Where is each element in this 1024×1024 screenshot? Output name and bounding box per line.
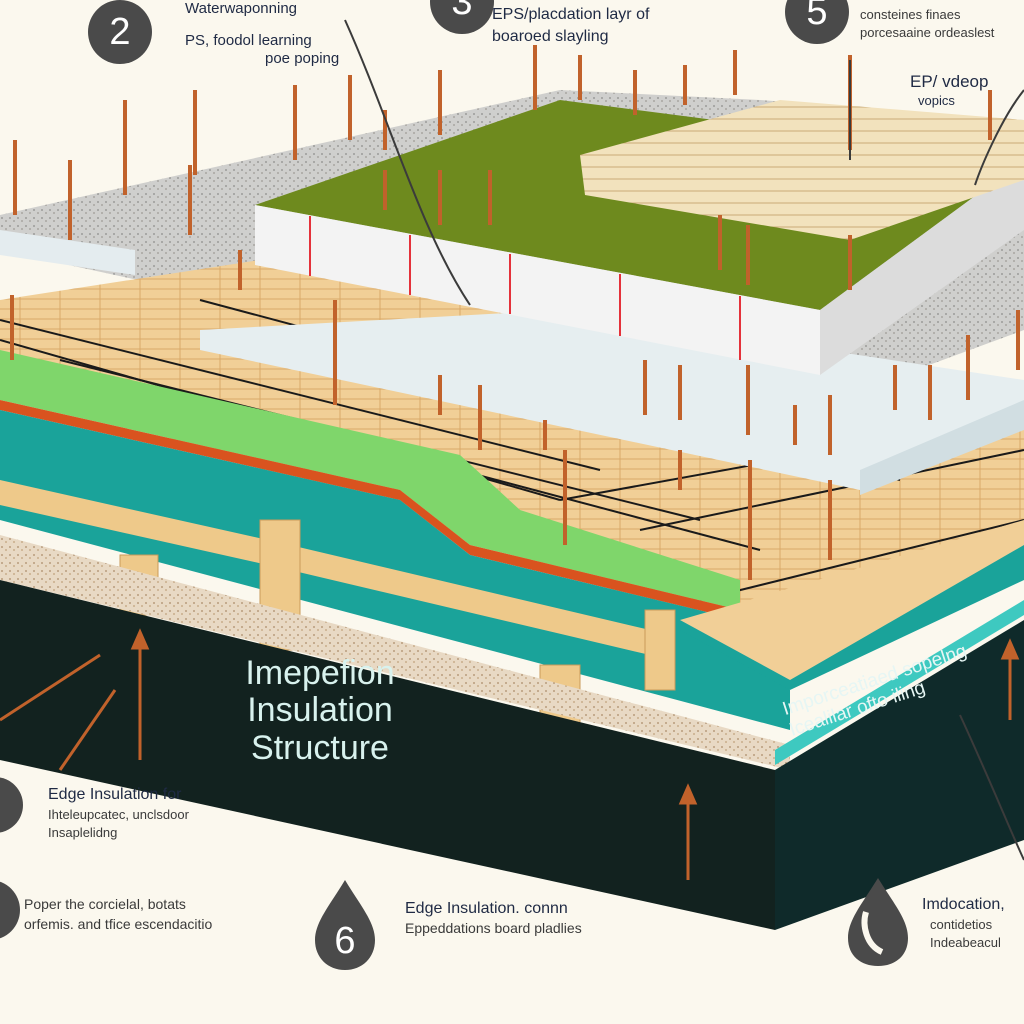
label-2-line2: PS, foodol learning [185,32,312,49]
eps-block-side [820,160,1024,375]
drop-icon-right [848,878,908,966]
rebar-rods [10,45,1020,580]
wood-post-4 [644,609,676,691]
eps-vapor-line1: EP/ vdeop [910,72,989,91]
gray-platform-side [860,400,1024,495]
badge-5: 5 [785,0,849,44]
left-circle-marker-2 [0,881,20,939]
label-3-line1: EPS/placdation layr of [492,6,650,23]
left-circle-marker [0,777,23,833]
eps-vapor-line2: vopics [918,93,955,108]
teal-edge [775,600,1024,765]
plank-layer [580,100,1024,240]
label-2-line3: poe poping [265,50,340,67]
orange-line [0,400,740,620]
edge-left-line2: Ihteleupcatec, unclsdoor [48,807,189,822]
green-membrane [0,350,740,610]
bottom-mid-line1: Edge Insulation. connn [405,900,568,917]
title-line2: Structure [251,728,389,767]
orange-arrows [0,628,1020,880]
label-3-line2: boaroed slayling [492,28,609,45]
sand-band [0,535,790,770]
label-5-line1: consteines finaes [860,7,961,22]
bottom-left-line1: Poper the corcielal, botats [24,896,186,912]
bottom-right-line1: Imdocation, [922,896,1005,913]
pointer-arrows [344,19,1024,861]
dark-base-front [0,580,775,930]
eps-block-front [255,205,820,375]
label-5-line2: porcesaaine ordeaslest [860,25,995,40]
diagram-title: Imepefion Insulation Structure [175,654,465,767]
edge-left-line3: Insaplelidng [48,825,118,840]
dark-base-side [775,620,1024,930]
bottom-right-line3: Indeabeacul [930,935,1001,950]
badge-6: 6 [334,920,356,962]
wood-rail [0,480,650,655]
bottom-mid-line2: Eppeddations board pladlies [405,920,582,936]
right-wood-edge [680,520,1024,680]
badge-2: 2 [88,0,152,64]
bottom-left-line2: orfemis. and tfice escendacitio [24,916,213,932]
bottom-right-line2: contidetios [930,917,993,932]
back-slab-edge [0,230,135,275]
title-line1: Imepefion Insulation [245,654,395,730]
eps-red-lines [309,216,741,360]
drop-icon-6 [315,880,375,970]
label-2-line1: Waterwaponning [185,0,298,17]
edge-left-line1: Edge Insulation for [48,786,182,803]
drop-icon-right-highlight [861,911,884,955]
